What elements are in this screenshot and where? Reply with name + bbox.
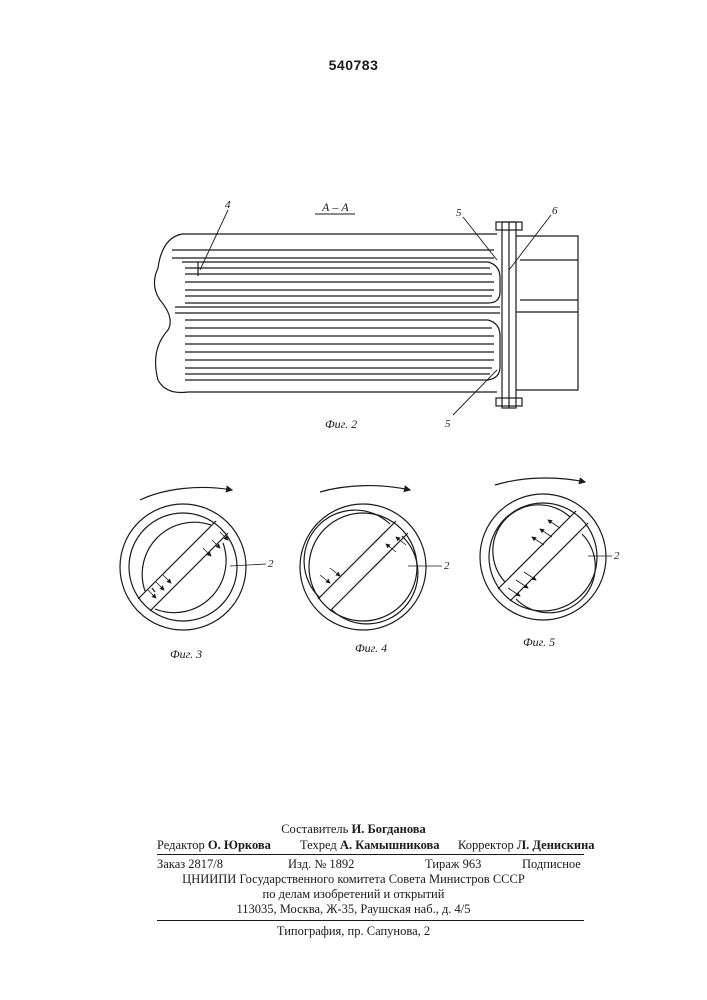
fig4-caption: Фиг. 4 [355, 641, 387, 655]
techred-line: Техред А. Камышникова [300, 838, 440, 853]
ref-4: 4 [225, 199, 231, 211]
fig4-cross-section [300, 486, 426, 630]
editor-line: Редактор О. Юркова [157, 838, 271, 853]
subscription: Подписное [522, 857, 581, 872]
section-label: А – А [321, 200, 349, 214]
techred-label: Техред [300, 838, 337, 852]
fig5-caption: Фиг. 5 [523, 635, 555, 649]
org-line-1: ЦНИИПИ Государственного комитета Совета … [0, 872, 707, 887]
compiler-line: Составитель И. Богданова [0, 822, 707, 837]
compiler-label: Составитель [281, 822, 348, 836]
techred-name: А. Камышникова [340, 838, 440, 852]
divider-bottom [157, 920, 584, 921]
ref-6: 6 [552, 205, 558, 217]
technical-drawing: А – А 4 5 6 5 Фиг. 2 2 Фиг. 3 [0, 0, 707, 700]
corrector-label: Корректор [458, 838, 514, 852]
ref-5-bottom: 5 [445, 418, 451, 430]
editor-name: О. Юркова [208, 838, 271, 852]
org-line-2: по делам изобретений и открытий [0, 887, 707, 902]
corrector-line: Корректор Л. Денискина [458, 838, 595, 853]
circulation: Тираж 963 [425, 857, 481, 872]
address: 113035, Москва, Ж-35, Раушская наб., д. … [0, 902, 707, 917]
order-number: Заказ 2817/8 [157, 857, 223, 872]
fig3-caption: Фиг. 3 [170, 647, 202, 661]
fig3-arrows [148, 532, 266, 598]
editor-label: Редактор [157, 838, 205, 852]
corrector-name: Л. Денискина [517, 838, 595, 852]
printing-house: Типография, пр. Сапунова, 2 [0, 924, 707, 939]
ref-5-top: 5 [456, 207, 462, 219]
fig5-cross-section [480, 478, 606, 620]
compiler-name: И. Богданова [352, 822, 426, 836]
fig3-cross-section [120, 487, 246, 630]
divider-top [157, 854, 584, 855]
ref-2-fig4: 2 [444, 560, 450, 572]
fig2-section [154, 222, 578, 408]
ref-2-fig3: 2 [268, 558, 274, 570]
ref-2-fig5: 2 [614, 550, 620, 562]
edition-number: Изд. № 1892 [288, 857, 354, 872]
fig2-caption: Фиг. 2 [325, 417, 357, 431]
